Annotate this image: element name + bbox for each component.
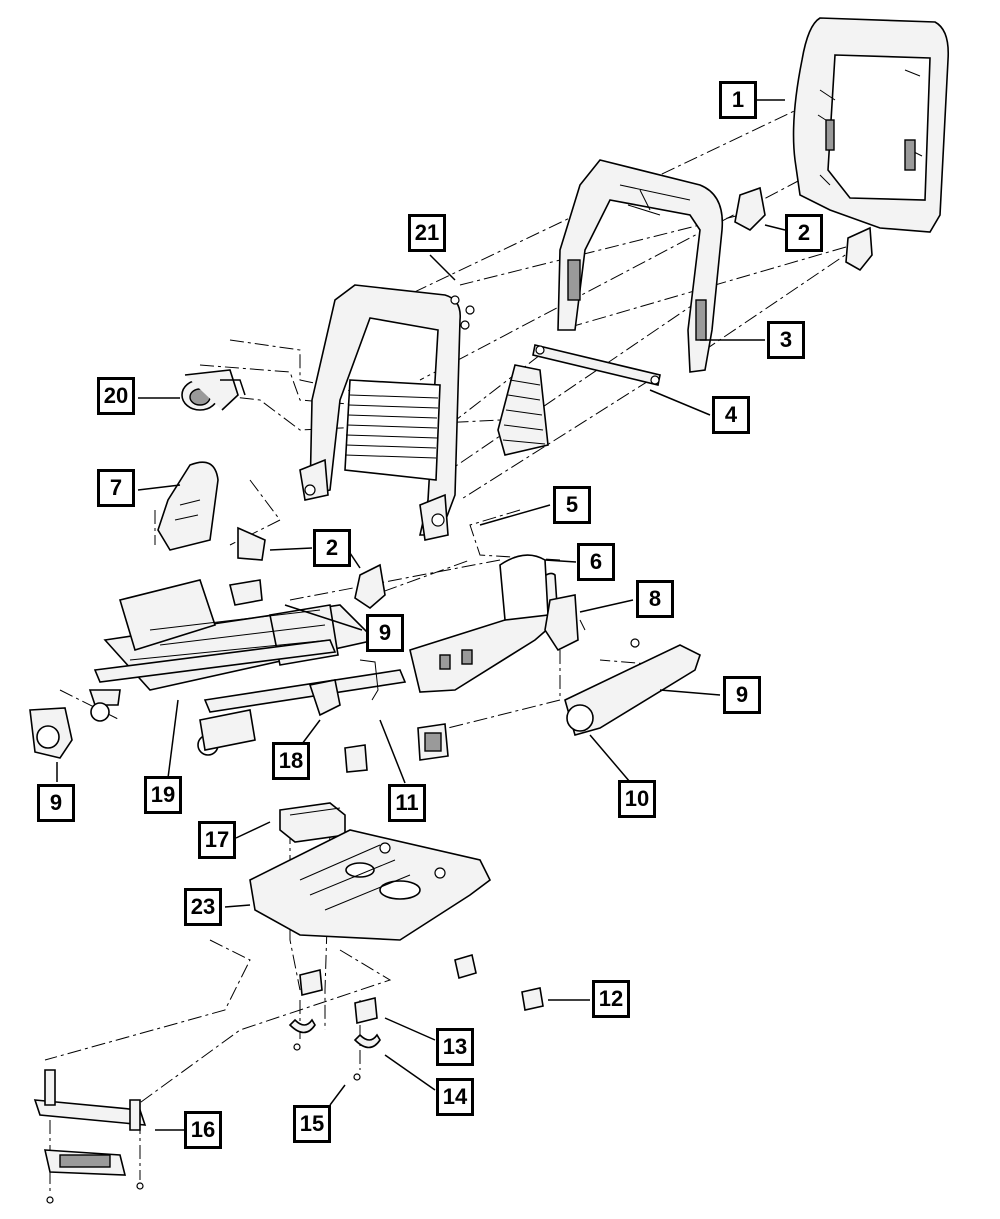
lumbar-panel [497, 364, 549, 456]
part-17-control-module [279, 802, 346, 843]
callout-3[interactable]: 3 [767, 321, 805, 359]
callout-17[interactable]: 17 [198, 821, 236, 859]
part-20-motor [181, 369, 246, 411]
part-2-upper-brackets [734, 186, 873, 272]
clip-parts [288, 968, 381, 1081]
callout-15[interactable]: 15 [293, 1105, 331, 1143]
part-2-lower-brackets [237, 526, 386, 610]
part-6-outboard-shield [409, 554, 559, 693]
part-7-side-shield [157, 461, 219, 551]
callout-13[interactable]: 13 [436, 1028, 474, 1066]
part-3-seatback-frame [557, 159, 724, 373]
part-12-clips [454, 953, 544, 1011]
callout-7[interactable]: 7 [97, 469, 135, 507]
part-10-side-rail-cover [564, 638, 701, 736]
callout-6[interactable]: 6 [577, 543, 615, 581]
part-8-trim-piece [544, 594, 579, 652]
part-1-seatback-panel [792, 17, 950, 233]
part-16-ecu-bracket [33, 1069, 147, 1204]
switch-pieces [344, 723, 449, 773]
callout-9-left[interactable]: 9 [37, 784, 75, 822]
callout-21[interactable]: 21 [408, 214, 446, 252]
callout-9-right[interactable]: 9 [723, 676, 761, 714]
callout-2-lower[interactable]: 2 [313, 529, 351, 567]
callout-5[interactable]: 5 [553, 486, 591, 524]
callout-20[interactable]: 20 [97, 377, 135, 415]
callout-23[interactable]: 23 [184, 888, 222, 926]
callout-2-upper[interactable]: 2 [785, 214, 823, 252]
callout-12[interactable]: 12 [592, 980, 630, 1018]
callout-19[interactable]: 19 [144, 776, 182, 814]
callout-8[interactable]: 8 [636, 580, 674, 618]
callout-4[interactable]: 4 [712, 396, 750, 434]
callout-14[interactable]: 14 [436, 1078, 474, 1116]
callout-18[interactable]: 18 [272, 742, 310, 780]
part-4-crossbar [532, 344, 661, 386]
part-21-seatback-inner-frame [299, 284, 475, 541]
leader-lines [56, 99, 786, 1131]
callout-11[interactable]: 11 [388, 784, 426, 822]
part-19-seat-track-assembly [88, 579, 407, 756]
part-18-wire-bracket [308, 659, 379, 717]
part-23-seat-pan [249, 829, 492, 941]
callout-1[interactable]: 1 [719, 81, 757, 119]
callout-9-center[interactable]: 9 [366, 614, 404, 652]
callout-16[interactable]: 16 [184, 1111, 222, 1149]
part-9-left-cover [29, 707, 73, 759]
callout-10[interactable]: 10 [618, 780, 656, 818]
